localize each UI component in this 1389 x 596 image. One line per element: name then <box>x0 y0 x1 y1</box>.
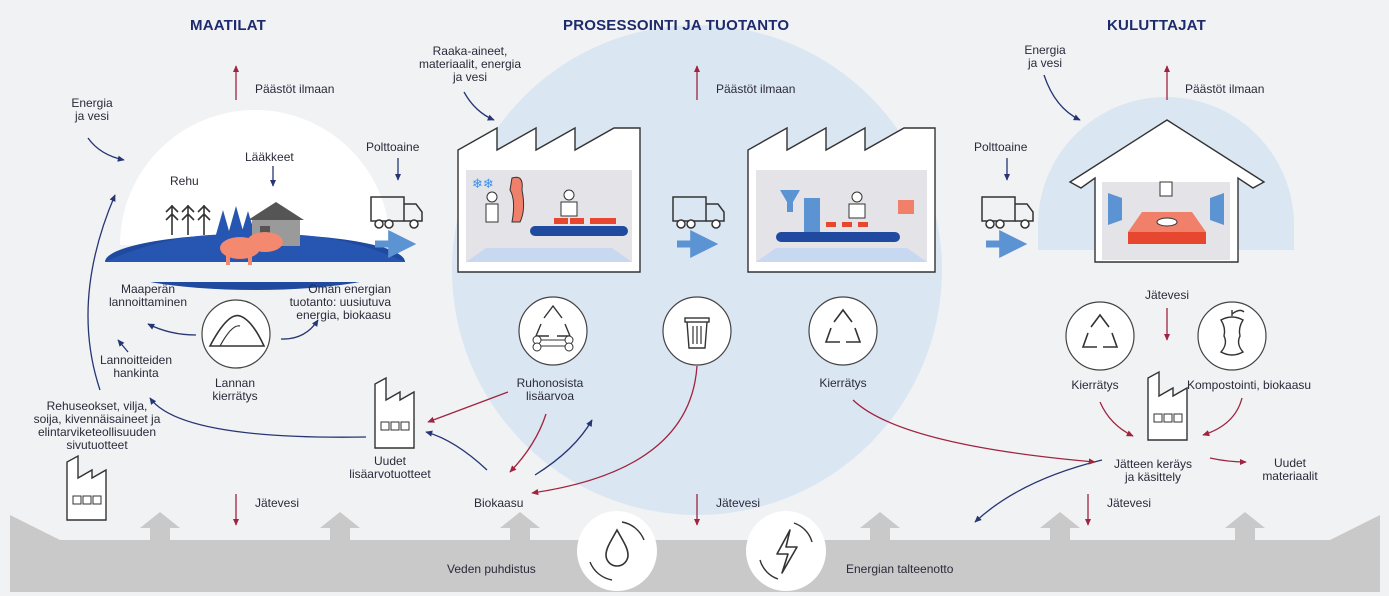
section-title-farms: MAATILAT <box>190 17 267 34</box>
small-factory-icon <box>66 454 107 521</box>
section-title-processing: PROSESSOINTI JA TUOTANTO <box>563 17 790 34</box>
truck-icon <box>981 196 1034 258</box>
label-raw-materials: Raaka-aineet, materiaalit, energia ja ve… <box>418 44 522 84</box>
trash-bin-icon <box>662 296 732 366</box>
label-water-treatment: Veden puhdistus <box>447 562 536 576</box>
small-factory-icon <box>1147 370 1188 441</box>
label-consumer-emissions: Päästöt ilmaan <box>1185 82 1265 96</box>
label-fuel-2: Polttoaine <box>974 140 1028 154</box>
recycle-icon <box>808 296 878 366</box>
lightning-icon <box>746 511 826 591</box>
wastewater-arrows <box>232 308 1171 526</box>
label-farm-emissions: Päästöt ilmaan <box>255 82 335 96</box>
label-feed: Rehu <box>170 174 199 188</box>
water-drop-icon <box>577 511 657 591</box>
home-dining-icon <box>1068 119 1266 263</box>
label-medicines: Lääkkeet <box>245 150 294 164</box>
label-composting: Kompostointi, biokaasu <box>1187 378 1312 392</box>
label-energy-recovery: Energian talteenotto <box>846 562 954 576</box>
apple-core-icon <box>1197 301 1267 371</box>
section-title-consumers: KULUTTAJAT <box>1107 17 1206 34</box>
recycle-icon <box>1065 301 1135 371</box>
label-soil-fertilization: Maaperän lannoittaminen <box>108 282 188 309</box>
recycle-icon <box>518 296 588 366</box>
label-processing-wastewater: Jätevesi <box>716 496 761 510</box>
label-recycling-processing: Kierrätys <box>819 376 867 390</box>
label-carcass-value: Ruhonosista lisäarvoa <box>516 376 584 403</box>
slaughterhouse-icon: ❄❄ <box>457 126 641 273</box>
label-farm-wastewater: Jätevesi <box>255 496 300 510</box>
label-consumer-wastewater-top: Jätevesi <box>1144 288 1190 302</box>
emission-arrows <box>232 65 1171 100</box>
output-arrows <box>427 365 1247 496</box>
label-consumer-wastewater: Jätevesi <box>1107 496 1152 510</box>
farm-scene-icon <box>100 202 410 290</box>
label-farm-energy: Energia ja vesi <box>71 96 113 123</box>
small-factory-icon <box>374 376 415 449</box>
bone-icon <box>532 335 574 352</box>
production-line-icon <box>747 126 936 273</box>
label-new-value-products: Uudet lisäarvotuotteet <box>349 454 431 481</box>
ground-band <box>10 512 1380 592</box>
label-consumer-energy: Energia ja vesi <box>1024 43 1066 70</box>
label-recycling-consumer: Kierrätys <box>1071 378 1119 392</box>
svg-text:❄❄: ❄❄ <box>472 177 494 192</box>
label-waste-collection: Jätteen keräys ja käsittely <box>1113 457 1193 484</box>
label-fertilizer-procurement: Lannoitteiden hankinta <box>99 353 173 380</box>
truck-icon <box>370 196 423 258</box>
manure-pile-icon <box>201 299 271 369</box>
label-new-materials: Uudet materiaalit <box>1262 456 1318 483</box>
label-biogas: Biokaasu <box>474 496 524 510</box>
label-own-energy: Oman energian tuotanto: uusiutuva energi… <box>289 282 391 322</box>
label-processing-emissions: Päästöt ilmaan <box>716 82 796 96</box>
label-fuel-1: Polttoaine <box>366 140 420 154</box>
truck-icon <box>672 196 725 258</box>
input-arrows <box>87 74 1103 523</box>
label-feed-mixtures: Rehuseokset, vilja, soija, kivennäisaine… <box>33 399 161 452</box>
label-manure-recycling: Lannan kierrätys <box>212 376 258 403</box>
